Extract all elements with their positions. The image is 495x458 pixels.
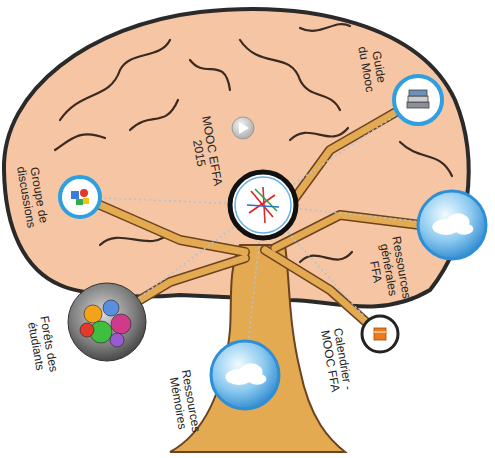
icon-ball: [103, 300, 119, 316]
icon-shape: [80, 189, 88, 197]
node-label: Calendrier - MOOC FFA: [317, 323, 355, 397]
icon-sphere: [68, 283, 146, 361]
icon-circle-node: MOOC EFFA 2015: [227, 169, 299, 241]
play-icon: [232, 117, 254, 139]
icon-calendar: [374, 328, 386, 340]
tree-branches: [100, 112, 420, 322]
dotted-connector: [140, 227, 234, 297]
icon-circle-node: Groupe de discussions: [58, 175, 102, 219]
icon-book: [408, 96, 428, 102]
dotted-connector: [288, 232, 366, 318]
icon-circle-node: Calendrier - MOOC FFA: [360, 314, 400, 354]
icon-ball: [84, 305, 102, 323]
node-label: Forêts des étudiants: [23, 310, 60, 380]
icon-cloud: [455, 223, 474, 235]
icon-book: [409, 90, 427, 96]
icon-cloud: [248, 373, 267, 385]
icon-ring: [60, 177, 100, 217]
icon-shape: [76, 199, 83, 205]
icon-scribble: [263, 187, 265, 223]
icon-sphere: [211, 341, 279, 409]
dotted-connector: [294, 115, 396, 184]
icon-shape: [71, 191, 79, 199]
node-circle: [227, 169, 299, 241]
node-label: Ressources Mémoires: [165, 367, 202, 437]
icon-calendar-line: [374, 332, 386, 333]
icon-ball: [111, 314, 131, 334]
icon-circle-node: Guide du Mooc: [392, 74, 444, 126]
icon-ball: [80, 323, 94, 337]
dotted-connector: [249, 242, 259, 338]
brain-folds: [55, 24, 452, 262]
icon-circle-node: Ressources générales FFA: [416, 189, 488, 261]
brain-outline: [4, 9, 469, 306]
icon-scribble: [255, 189, 277, 211]
icon-inner-ring: [235, 177, 291, 233]
dotted-connector: [300, 209, 415, 221]
icon-ring: [230, 172, 296, 238]
icon-scribble: [247, 205, 279, 207]
icon-book: [407, 102, 429, 108]
node-circle: [360, 314, 400, 354]
icon-ring: [362, 316, 398, 352]
icon-sphere: [418, 191, 486, 259]
node-circle: [58, 175, 102, 219]
icon-ball: [110, 333, 124, 347]
node-circle: [67, 282, 147, 362]
icon-circle-node: Forêts des étudiants: [67, 282, 147, 362]
dotted-connector: [103, 198, 226, 203]
icon-circle-node: Ressources Mémoires: [209, 339, 281, 411]
icon-ring: [394, 76, 442, 124]
node-circle: [416, 189, 488, 261]
node-circle: [209, 339, 281, 411]
node-circle: [392, 74, 444, 126]
icon-shape: [83, 198, 89, 204]
